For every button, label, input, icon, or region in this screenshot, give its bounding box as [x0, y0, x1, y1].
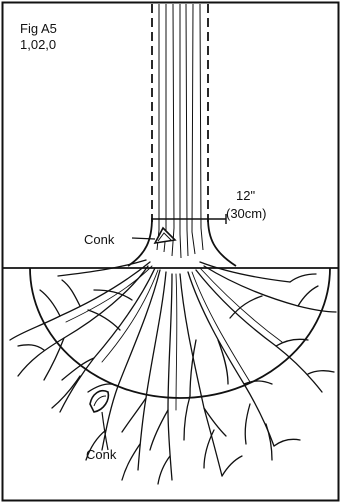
root-zone-arc	[30, 268, 330, 398]
diameter-inches-label: 12"	[236, 189, 255, 203]
figure-frame	[3, 3, 339, 501]
figure-id-label: Fig A5	[20, 22, 57, 36]
conk-lower-shape	[90, 391, 108, 450]
figure-code-label: 1,02,0	[20, 38, 56, 52]
conk-lower-label: Conk	[86, 448, 116, 462]
conk-upper-label: Conk	[84, 233, 114, 247]
root-system	[10, 260, 336, 484]
trunk	[128, 4, 236, 266]
conk-upper-shape	[132, 228, 175, 243]
diameter-indicator	[152, 214, 226, 224]
diameter-cm-label: (30cm)	[226, 207, 266, 221]
